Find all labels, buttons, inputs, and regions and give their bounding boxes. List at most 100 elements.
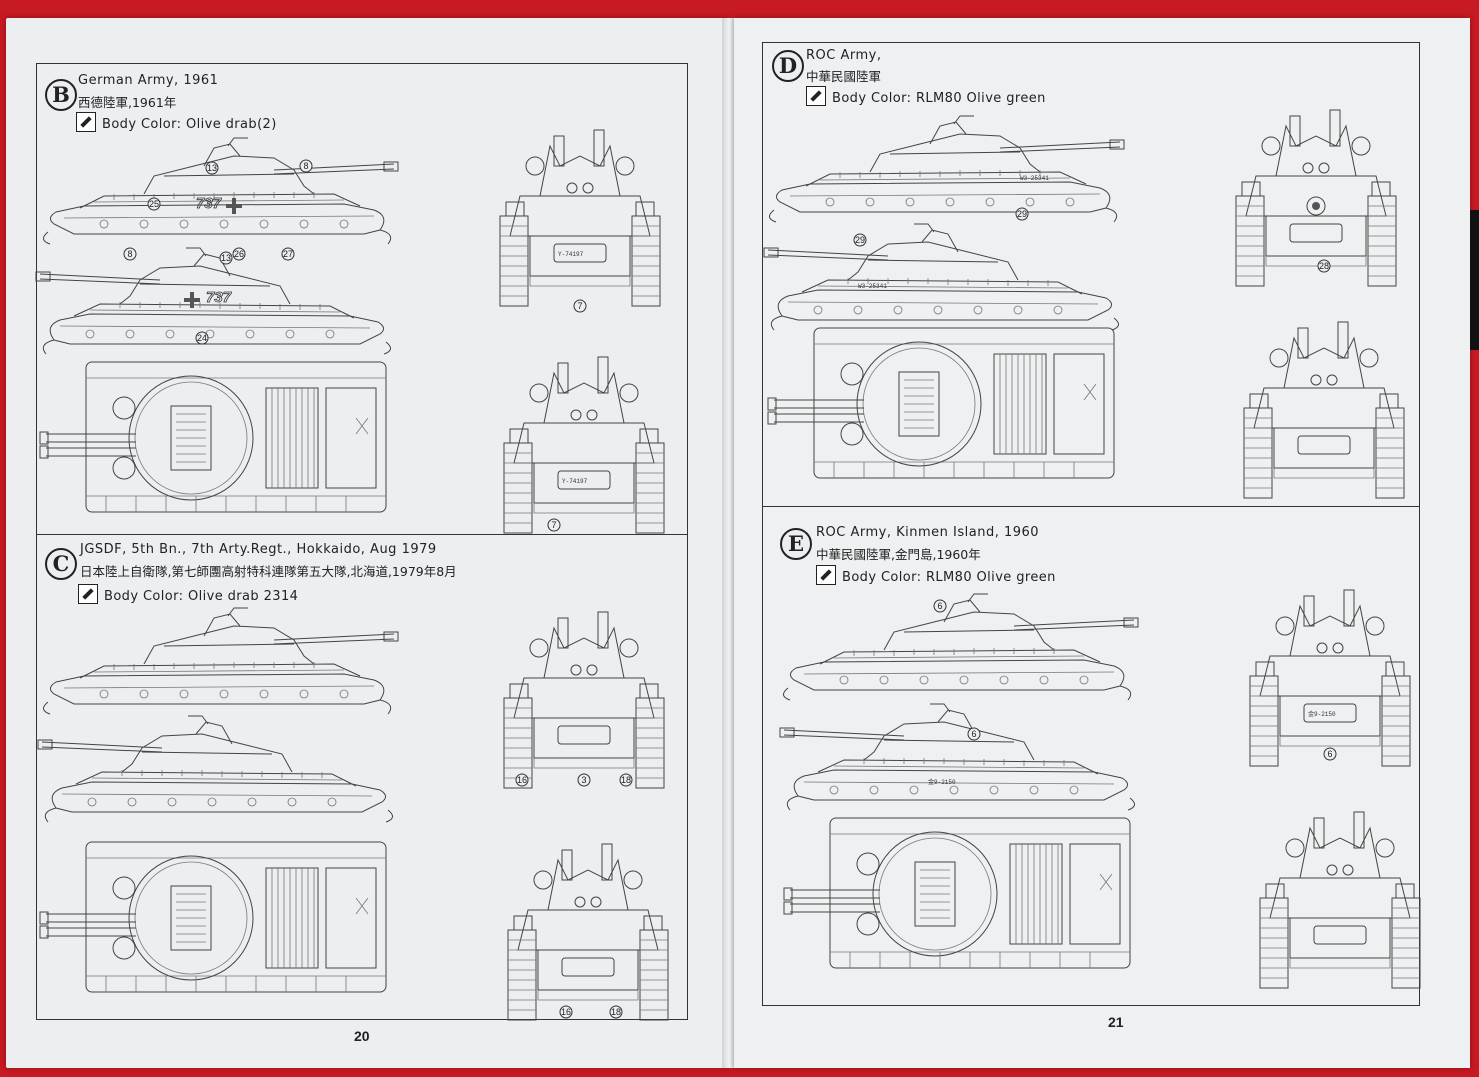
- tank-side-view-1: [42, 607, 399, 715]
- balkenkreuz-icon: [184, 292, 200, 308]
- page-number: 21: [1108, 1014, 1124, 1030]
- svg-text:3: 3: [581, 775, 586, 785]
- svg-text:16: 16: [517, 775, 527, 785]
- background-card-edge: [1470, 210, 1479, 350]
- callout: 29: [854, 234, 866, 246]
- roc-emblem-icon: [1307, 197, 1325, 215]
- callout: 18: [620, 774, 632, 786]
- tank-side-view-1: 737 13 8 25 26 27: [42, 137, 399, 246]
- left-frame: [36, 63, 688, 1020]
- right-page: D ROC Army, 中華民國陸軍 Body Color: RLM80 Oli…: [734, 18, 1470, 1068]
- callout: 7: [574, 300, 586, 312]
- callout: 28: [1318, 260, 1330, 272]
- panel-subtitle: 西德陸軍,1961年: [78, 95, 177, 110]
- svg-text:27: 27: [283, 249, 293, 259]
- tank-front-view: 金9-2150 6: [1249, 589, 1411, 767]
- tank-side-view-1: W3-25341 29: [768, 115, 1125, 223]
- tank-side-view-2: [37, 715, 394, 823]
- paint-brush-icon: [78, 584, 98, 604]
- callout: 6: [968, 728, 980, 740]
- svg-text:29: 29: [855, 235, 865, 245]
- right-frame: [762, 42, 1420, 1006]
- license-plate: Y-74197: [562, 478, 588, 485]
- paint-brush-icon: [816, 565, 836, 585]
- callout: 18: [610, 1006, 622, 1018]
- callout: 16: [560, 1006, 572, 1018]
- license-plate: 金9-2150: [1308, 710, 1336, 718]
- tank-side-view-2: 金9-2150 6: [779, 703, 1136, 811]
- body-color-label: Body Color: Olive drab 2314: [104, 589, 299, 604]
- body-color-label: Body Color: Olive drab(2): [102, 117, 277, 132]
- tank-front-view: Y-74197 7: [499, 129, 661, 306]
- tank-rear-view: 16 18: [507, 843, 669, 1021]
- tank-front-view: 16 3 18: [503, 611, 665, 789]
- svg-text:8: 8: [303, 161, 308, 171]
- tank-side-view-2: W3-25341 29: [763, 223, 1120, 331]
- panel-divider: [36, 534, 688, 535]
- callout: 8: [124, 248, 136, 260]
- panel-letter-badge: D: [772, 50, 804, 82]
- svg-text:28: 28: [1319, 261, 1329, 271]
- tank-top-view: [39, 361, 387, 513]
- page-number: 20: [354, 1028, 370, 1044]
- paint-brush-icon: [806, 86, 826, 106]
- body-color-row: Body Color: Olive drab 2314: [78, 584, 298, 604]
- panel-title: German Army, 1961: [78, 73, 219, 88]
- panel-letter-badge: B: [45, 79, 77, 111]
- callout: 13: [220, 252, 232, 264]
- tank-rear-view: [1243, 321, 1405, 499]
- tank-side-view-2: 737 8 13 24: [35, 247, 392, 355]
- tank-top-view: [39, 841, 387, 993]
- svg-text:6: 6: [1327, 749, 1332, 759]
- tank-side-view-1: 6: [782, 593, 1139, 701]
- svg-text:6: 6: [937, 601, 942, 611]
- tank-rear-view: [1259, 811, 1421, 989]
- license-plate: Y-74197: [558, 251, 584, 258]
- left-page: B German Army, 1961 西德陸軍,1961年 Body Colo…: [6, 18, 730, 1068]
- svg-text:8: 8: [127, 249, 132, 259]
- panel-title: ROC Army,: [806, 48, 882, 63]
- vehicle-number-decal: 737: [196, 195, 222, 212]
- license-plate: 金9-2150: [928, 778, 956, 786]
- paint-brush-icon: [76, 112, 96, 132]
- callout: 7: [548, 519, 560, 531]
- svg-text:6: 6: [971, 729, 976, 739]
- callout: 3: [578, 774, 590, 786]
- balkenkreuz-icon: [226, 198, 242, 214]
- svg-text:7: 7: [551, 520, 556, 530]
- license-plate: W3-25341: [1020, 175, 1049, 182]
- callout: 26: [233, 248, 245, 260]
- svg-text:16: 16: [561, 1007, 571, 1017]
- callout: 8: [300, 160, 312, 172]
- license-plate: W3-25341: [858, 283, 887, 290]
- svg-text:26: 26: [234, 249, 244, 259]
- panel-title: ROC Army, Kinmen Island, 1960: [816, 525, 1040, 540]
- svg-text:18: 18: [611, 1007, 621, 1017]
- panel-subtitle: 中華民國陸軍,金門島,1960年: [816, 547, 981, 562]
- svg-text:18: 18: [621, 775, 631, 785]
- panel-subtitle: 日本陸上自衛隊,第七師團高射特科連隊第五大隊,北海道,1979年8月: [80, 564, 457, 579]
- svg-text:29: 29: [1017, 209, 1027, 219]
- callout: 29: [1016, 208, 1028, 220]
- body-color-label: Body Color: RLM80 Olive green: [842, 570, 1056, 585]
- panel-title: JGSDF, 5th Bn., 7th Arty.Regt., Hokkaido…: [80, 542, 437, 557]
- callout: 25: [148, 198, 160, 210]
- body-color-row: Body Color: RLM80 Olive green: [816, 565, 1056, 585]
- panel-subtitle: 中華民國陸軍: [806, 69, 882, 84]
- panel-letter-badge: C: [45, 548, 77, 580]
- callout: 13: [206, 162, 218, 174]
- svg-text:13: 13: [207, 163, 217, 173]
- body-color-row: Body Color: Olive drab(2): [76, 112, 277, 132]
- svg-text:25: 25: [149, 199, 159, 209]
- svg-text:13: 13: [221, 253, 231, 263]
- panel-letter-badge: E: [780, 528, 812, 560]
- svg-text:24: 24: [197, 333, 207, 343]
- callout: 16: [516, 774, 528, 786]
- tank-rear-view: Y-74197 7: [503, 356, 665, 534]
- callout: 6: [934, 600, 946, 612]
- tank-front-view: 28: [1235, 109, 1397, 287]
- panel-divider: [762, 506, 1420, 507]
- svg-text:7: 7: [577, 301, 582, 311]
- callout: 24: [196, 332, 208, 344]
- vehicle-number-decal: 737: [206, 289, 232, 306]
